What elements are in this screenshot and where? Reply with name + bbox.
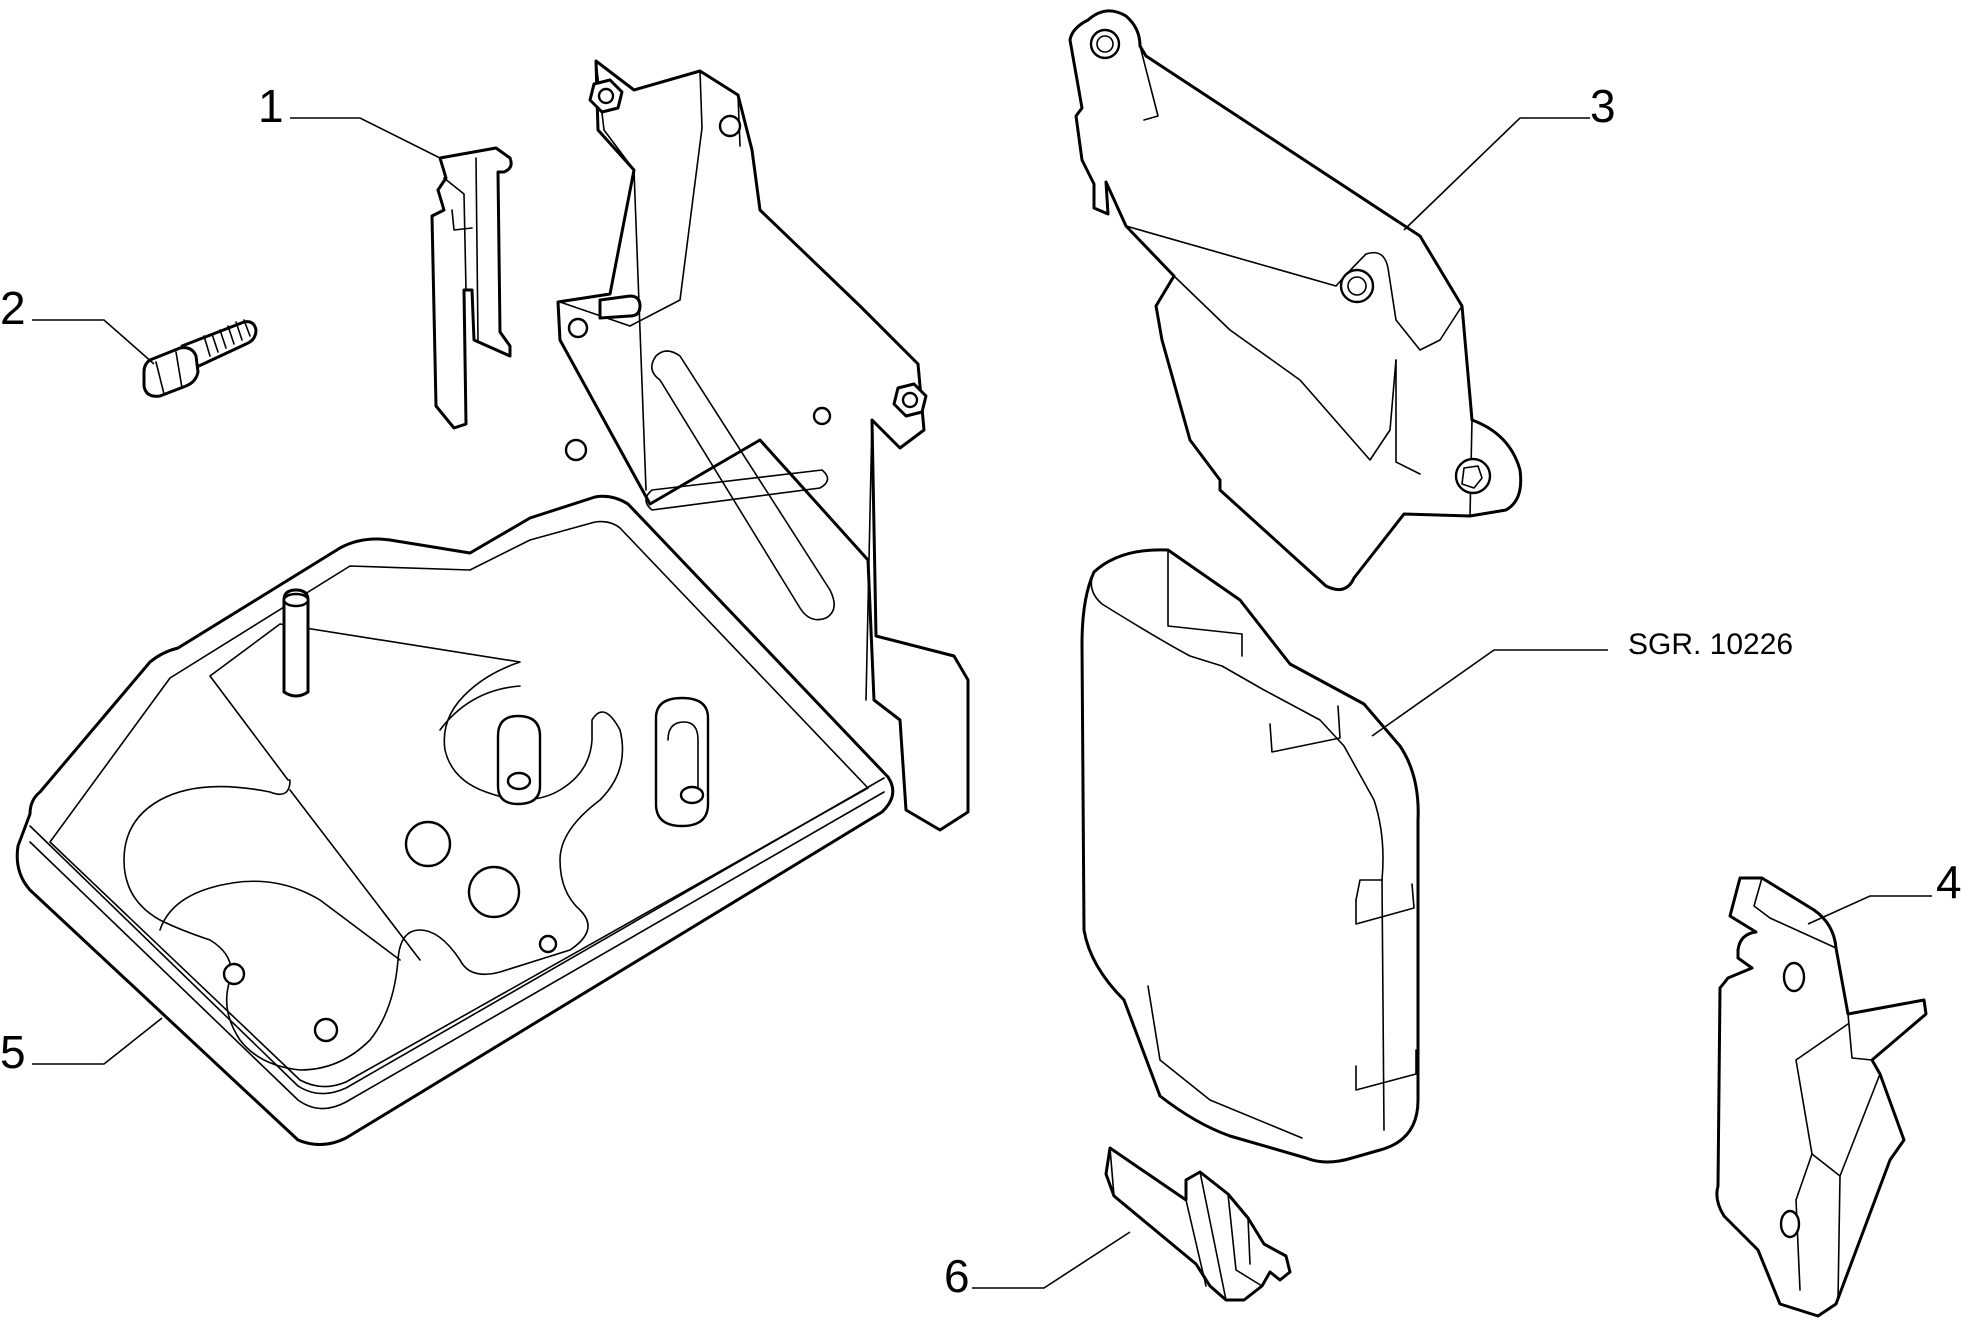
leader-4 — [1807, 895, 1932, 925]
leader-1 — [290, 117, 441, 159]
vertical-bracket[interactable] — [556, 59, 970, 832]
leader-sgr — [1371, 649, 1608, 737]
callout-3: 3 — [1590, 80, 1616, 132]
part-2-bolt[interactable] — [142, 319, 258, 398]
leader-3 — [1403, 117, 1590, 231]
callout-5: 5 — [0, 1026, 26, 1078]
part-6-small-clip[interactable] — [1104, 1146, 1292, 1302]
callout-6: 6 — [944, 1250, 970, 1302]
part-1-clip[interactable] — [430, 146, 513, 430]
part-5-tray[interactable] — [15, 494, 895, 1146]
part-4-small-bracket[interactable] — [1715, 876, 1928, 1318]
part-3-cover-bracket[interactable] — [1068, 9, 1523, 592]
reference-code: SGR. 10226 — [1628, 628, 1793, 661]
electronic-control-unit[interactable] — [1080, 548, 1420, 1164]
callout-4: 4 — [1936, 856, 1962, 908]
leader-6 — [972, 1231, 1131, 1289]
leader-2 — [32, 319, 155, 365]
callout-1: 1 — [258, 80, 284, 132]
callout-2: 2 — [0, 282, 26, 334]
callout-labels: 1 2 3 4 5 6 SGR. 10226 — [0, 80, 1962, 1302]
leader-lines — [32, 117, 1932, 1289]
leader-5 — [32, 1017, 163, 1065]
